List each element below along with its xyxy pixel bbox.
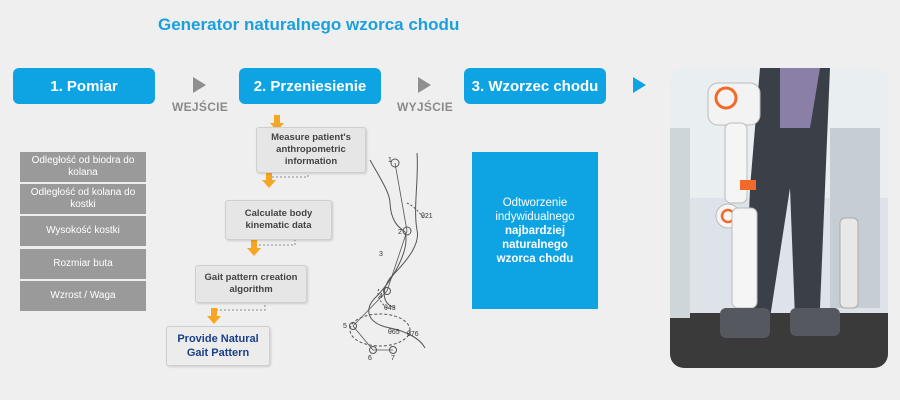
output-label: WYJŚCIE (397, 100, 454, 114)
angle-label: θ76 (407, 331, 419, 338)
measure-shoe-size: Rozmiar buta (20, 249, 146, 279)
measure-height-weight: Wzrost / Waga (20, 281, 146, 311)
joint-label: 7 (391, 355, 395, 362)
result-box: Odtworzenie indywidualnego najbardziej n… (472, 152, 598, 309)
joint-label: 5 (343, 323, 347, 330)
input-arrow-icon (193, 77, 206, 93)
joint-label: 4 (379, 293, 383, 300)
measure-ankle-height: Wysokość kostki (20, 216, 146, 246)
step-transfer: 2. Przeniesienie (239, 68, 381, 104)
flow-connectors (207, 115, 309, 324)
flow-step-algorithm: Gait pattern creation algorithm (195, 265, 307, 303)
input-label: WEJŚCIE (172, 100, 229, 114)
measure-hip-knee: Odległość od biodra do kolana (20, 152, 146, 182)
angle-label: θ21 (421, 213, 433, 220)
result-line-bold: wzorca chodu (496, 252, 574, 265)
joint-label: 2 (398, 229, 402, 236)
result-line: Odtworzenie (502, 196, 568, 209)
leg-kinematics-diagram: 1 2 3 4 5 6 7 θ21 θ43 θ65 θ76 (343, 152, 433, 362)
flow-step-kinematic: Calculate body kinematic data (225, 200, 332, 240)
result-arrow-icon (633, 77, 646, 93)
measure-knee-ankle: Odległość od kolana do kostki (20, 184, 146, 214)
angle-label: θ65 (388, 329, 400, 336)
step-measurement: 1. Pomiar (13, 68, 155, 104)
joint-label: 6 (368, 355, 372, 362)
joint-label: 1 (388, 157, 392, 164)
output-arrow-icon (418, 77, 431, 93)
step-gait-pattern: 3. Wzorzec chodu (464, 68, 606, 104)
angle-label: θ43 (384, 305, 396, 312)
result-line-bold: naturalnego (502, 238, 568, 251)
exoskeleton-photo (670, 68, 888, 368)
flow-step-measure: Measure patient's anthropometric informa… (256, 127, 366, 173)
result-line-bold: najbardziej (504, 224, 566, 237)
flow-step-final: Provide Natural Gait Pattern (166, 326, 270, 366)
joint-label: 3 (379, 251, 383, 258)
diagram-title: Generator naturalnego wzorca chodu (158, 15, 460, 34)
result-line: indywidualnego (495, 210, 575, 223)
